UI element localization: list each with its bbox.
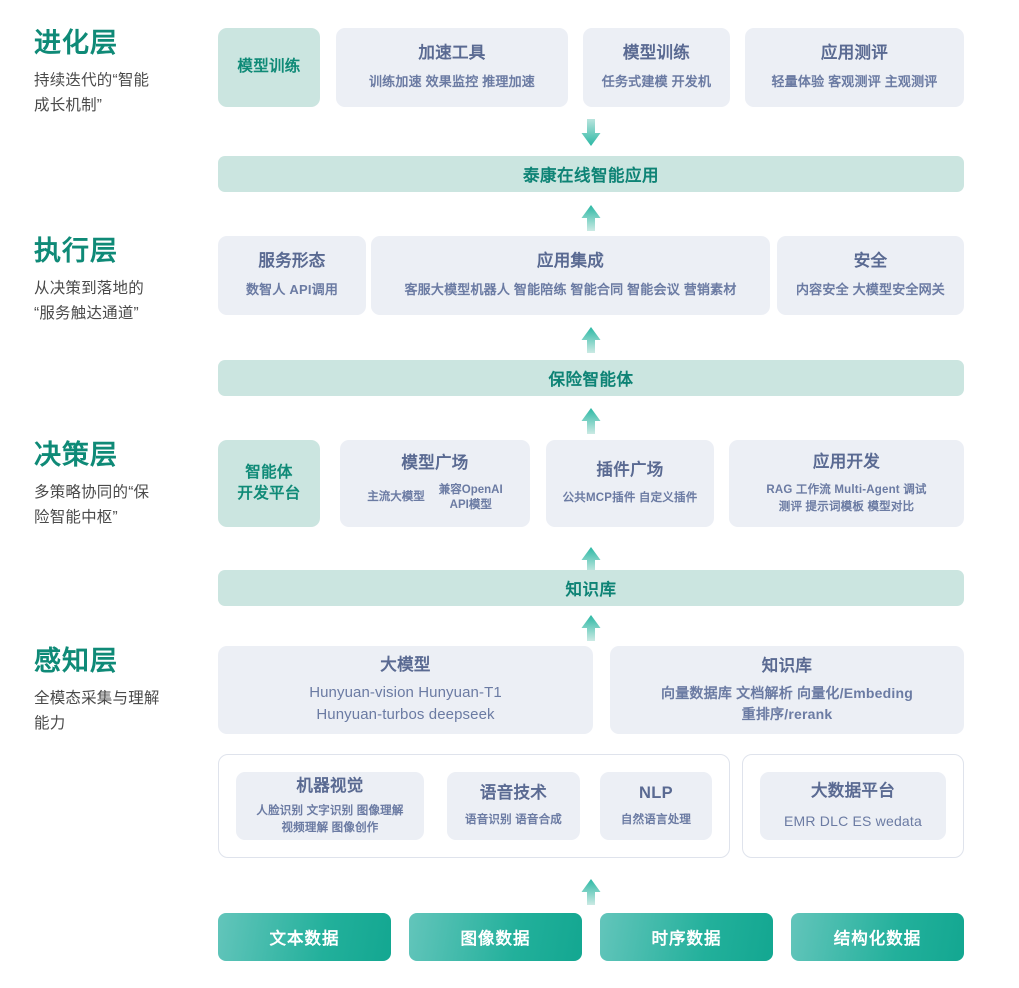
arrow-up-icon (578, 203, 604, 233)
layer-title: 决策层 (34, 440, 118, 470)
card-service-form[interactable]: 服务形态 数智人 API调用 (218, 236, 366, 315)
card-nlp[interactable]: NLP 自然语言处理 (600, 772, 712, 840)
layer-label-decision: 决策层 多策略协同的“保 险智能中枢” (34, 440, 224, 530)
card-model-plaza[interactable]: 模型广场 主流大模型 兼容OpenAI API模型 (340, 440, 530, 527)
card-acceleration-tools[interactable]: 加速工具 训练加速 效果监控 推理加速 (336, 28, 568, 107)
banner-insurance-agent[interactable]: 保险智能体 (218, 360, 964, 396)
card-subitems: 自然语言处理 (620, 814, 692, 827)
card-speech-technology[interactable]: 语音技术 语音识别 语音合成 (447, 772, 580, 840)
arrow-up-icon (578, 613, 604, 643)
card-subitems: 轻量体验 客观测评 主观测评 (771, 74, 938, 90)
card-title: 应用集成 (536, 251, 605, 270)
card-title: 机器视觉 (296, 776, 364, 795)
chip-image-data[interactable]: 图像数据 (409, 913, 582, 961)
card-plugin-plaza[interactable]: 插件广场 公共MCP插件 自定义插件 (546, 440, 714, 527)
chip-label: 时序数据 (651, 930, 722, 948)
layer-description: 持续迭代的“智能 成长机制” (34, 72, 150, 115)
card-application-integration[interactable]: 应用集成 客服大模型机器人 智能陪练 智能合同 智能会议 营销素材 (371, 236, 770, 315)
chip-timeseries-data[interactable]: 时序数据 (600, 913, 773, 961)
card-title: 知识库 (761, 656, 813, 675)
chip-structured-data[interactable]: 结构化数据 (791, 913, 964, 961)
group-big-data (742, 754, 964, 858)
card-title: 模型训练 (237, 58, 301, 76)
card-subitems: 语音识别 语音合成 (465, 814, 562, 827)
banner-taikang-online-intelligent-application[interactable]: 泰康在线智能应用 (218, 156, 964, 192)
arrow-up-icon (578, 877, 604, 907)
card-subitems: RAG 工作流 Multi-Agent 调试 测评 提示词模板 模型对比 (766, 484, 927, 513)
card-knowledge-base[interactable]: 知识库 向量数据库 文档解析 向量化/Embeding 重排序/rerank (610, 646, 964, 734)
arrow-up-icon (578, 325, 604, 355)
card-subitem-columns: 主流大模型 兼容OpenAI API模型 (367, 483, 502, 514)
card-title: 智能体 开发平台 (237, 464, 301, 502)
card-title: 模型广场 (401, 454, 469, 473)
card-model-training[interactable]: 模型训练 任务式建模 开发机 (583, 28, 730, 107)
card-subitems: 公共MCP插件 自定义插件 (562, 492, 698, 505)
chip-label: 图像数据 (460, 930, 531, 948)
layer-label-execution: 执行层 从决策到落地的 “服务触达通道” (34, 236, 224, 326)
card-agent-dev-platform-highlight[interactable]: 智能体 开发平台 (218, 440, 320, 527)
card-title: NLP (639, 783, 673, 802)
card-subitems: 数智人 API调用 (245, 282, 339, 298)
card-title: 插件广场 (596, 460, 664, 479)
card-title: 加速工具 (418, 43, 486, 62)
card-title: 应用开发 (812, 452, 881, 471)
card-application-evaluation[interactable]: 应用测评 轻量体验 客观测评 主观测评 (745, 28, 964, 107)
banner-label: 泰康在线智能应用 (523, 167, 659, 185)
layer-description: 全模态采集与理解 能力 (34, 690, 160, 733)
layer-title: 进化层 (34, 28, 118, 58)
chip-label: 文本数据 (269, 930, 340, 948)
card-subitems: 人脸识别 文字识别 图像理解 视频理解 图像创作 (256, 805, 404, 834)
card-large-model[interactable]: 大模型 Hunyuan-vision Hunyuan-T1 Hunyuan-tu… (218, 646, 593, 734)
card-title: 大数据平台 (811, 782, 895, 801)
card-subitem: 主流大模型 (367, 490, 425, 503)
banner-knowledge-base[interactable]: 知识库 (218, 570, 964, 606)
layer-title: 执行层 (34, 236, 118, 266)
layer-label-evolution: 进化层 持续迭代的“智能 成长机制” (34, 28, 224, 118)
card-title: 语音技术 (479, 783, 548, 802)
chip-text-data[interactable]: 文本数据 (218, 913, 391, 961)
card-title: 服务形态 (258, 251, 326, 270)
card-title: 模型训练 (622, 43, 691, 62)
card-machine-vision[interactable]: 机器视觉 人脸识别 文字识别 图像理解 视频理解 图像创作 (236, 772, 424, 840)
arrow-up-icon (578, 545, 604, 575)
card-subitems: 内容安全 大模型安全网关 (795, 282, 945, 298)
card-big-data-platform[interactable]: 大数据平台 EMR DLC ES wedata (760, 772, 946, 840)
card-subitems: EMR DLC ES wedata (783, 812, 922, 829)
banner-label: 保险智能体 (548, 371, 634, 389)
card-title: 应用测评 (820, 43, 889, 62)
card-application-development[interactable]: 应用开发 RAG 工作流 Multi-Agent 调试 测评 提示词模板 模型对… (729, 440, 964, 527)
card-subitems: Hunyuan-vision Hunyuan-T1 Hunyuan-turbos… (309, 683, 502, 723)
card-subitems: 客服大模型机器人 智能陪练 智能合同 智能会议 营销素材 (404, 282, 737, 298)
layer-title: 感知层 (34, 646, 118, 676)
banner-label: 知识库 (565, 581, 617, 599)
card-subitems: 向量数据库 文档解析 向量化/Embeding 重排序/rerank (661, 685, 913, 722)
card-security[interactable]: 安全 内容安全 大模型安全网关 (777, 236, 964, 315)
layer-description: 从决策到落地的 “服务触达通道” (34, 280, 144, 323)
card-subitems: 训练加速 效果监控 推理加速 (368, 74, 536, 90)
card-subitem: 兼容OpenAI API模型 (438, 483, 503, 512)
layer-label-perception: 感知层 全模态采集与理解 能力 (34, 646, 224, 736)
group-ai-capabilities (218, 754, 730, 858)
card-model-training-highlight[interactable]: 模型训练 (218, 28, 320, 107)
arrow-up-icon (578, 406, 604, 436)
arrow-down-icon (578, 119, 604, 149)
layer-description: 多策略协同的“保 险智能中枢” (34, 484, 150, 527)
card-subitems: 任务式建模 开发机 (601, 74, 712, 90)
chip-label: 结构化数据 (833, 930, 922, 948)
card-title: 大模型 (380, 655, 431, 674)
card-title: 安全 (853, 251, 888, 270)
